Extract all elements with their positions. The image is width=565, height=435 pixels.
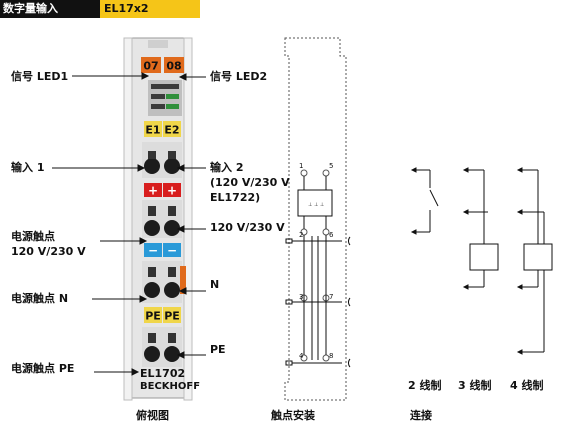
plus-plate-2 xyxy=(163,183,181,197)
terminal-number-7: 7 xyxy=(329,293,333,301)
left-pointers xyxy=(52,72,150,376)
caption-contact-assembly: 触点安装 xyxy=(271,409,315,422)
label-n: N xyxy=(210,278,220,291)
release-slot xyxy=(148,206,156,216)
release-slot xyxy=(168,206,176,216)
pe-plate-2 xyxy=(163,307,181,323)
label-input-2: 输入 2 xyxy=(210,161,244,174)
module-left-rail xyxy=(123,37,133,401)
channel-2-number: 08 xyxy=(166,60,181,73)
caption-4-wire: 4 线制 xyxy=(510,379,544,392)
release-slot xyxy=(168,151,176,159)
module-top-tab xyxy=(148,40,168,48)
terminal-numbers: 1 5 2 6 3 7 4 8 xyxy=(299,162,334,360)
label-power-contact-title: 电源触点 xyxy=(11,230,55,243)
release-slot xyxy=(148,151,156,159)
led-strip xyxy=(151,104,165,109)
minus-label-1: − xyxy=(148,244,158,258)
power-contact-terminal-2 xyxy=(164,220,180,236)
input-2-terminal xyxy=(164,158,180,174)
pe-plate-label-2: PE xyxy=(164,310,180,323)
header-category: 数字量输入 xyxy=(0,0,100,18)
module-model-label: EL1702 xyxy=(140,367,185,380)
release-slot xyxy=(168,333,176,343)
release-slot xyxy=(168,267,176,277)
label-signal-led1: 信号 LED1 xyxy=(11,70,69,83)
minus-plate-2 xyxy=(163,243,181,257)
led-strip xyxy=(151,94,165,99)
release-slot xyxy=(148,267,156,277)
connection-2-wire xyxy=(410,167,439,235)
module-brand-label: BECKHOFF xyxy=(140,381,200,392)
caption-2-wire: 2 线制 xyxy=(408,379,442,392)
terminal-number-1: 1 xyxy=(299,162,303,170)
channel-1-number: 07 xyxy=(143,60,158,73)
e2-plate xyxy=(163,121,181,137)
led-strip xyxy=(151,84,179,89)
terminal-number-6: 6 xyxy=(329,231,334,239)
terminal-number-5: 5 xyxy=(329,162,333,170)
led-strip-green xyxy=(166,94,179,99)
svg-text:⊥ ⊥ ⊥: ⊥ ⊥ ⊥ xyxy=(308,202,324,208)
contact-assembly-schematic: ⊥ ⊥ ⊥ xyxy=(284,37,351,401)
caption-3-wire: 3 线制 xyxy=(458,379,492,392)
e2-label: E2 xyxy=(164,124,179,137)
label-voltage: 120 V/230 V xyxy=(210,221,285,234)
terminal-number-4: 4 xyxy=(299,352,304,360)
terminal-number-8: 8 xyxy=(329,352,333,360)
pe-terminal-1 xyxy=(144,346,160,362)
release-slot xyxy=(148,333,156,343)
label-input-2-model: EL1722) xyxy=(210,191,261,204)
led-window-2 xyxy=(164,57,184,73)
plus-label-1: + xyxy=(148,184,158,198)
n-terminal-1 xyxy=(144,282,160,298)
minus-plate-1 xyxy=(144,243,162,257)
input-1-terminal xyxy=(144,158,160,174)
label-power-contact-n: 电源触点 N xyxy=(11,292,69,305)
right-pointers xyxy=(176,73,206,359)
connection-4-wire xyxy=(516,167,553,355)
led-window-1 xyxy=(141,57,161,73)
terminal-number-2: 2 xyxy=(299,231,303,239)
n-terminal-2 xyxy=(164,282,180,298)
caption-connection: 连接 xyxy=(410,409,432,422)
connection-3-wire xyxy=(462,167,499,290)
caption-top-view: 俯视图 xyxy=(136,409,169,422)
label-signal-led2: 信号 LED2 xyxy=(210,70,268,83)
e1-plate xyxy=(144,121,162,137)
plus-plate-1 xyxy=(144,183,162,197)
label-power-contact-pe: 电源触点 PE xyxy=(11,362,75,375)
module-right-rail xyxy=(183,37,193,401)
label-input-2-voltage: (120 V/230 V xyxy=(210,176,290,189)
terminal-module: 07 08 E1 E2 + + − − xyxy=(123,37,200,401)
power-contact-terminal-1 xyxy=(144,220,160,236)
label-power-contact-voltage: 120 V/230 V xyxy=(11,245,86,258)
pe-terminal-2 xyxy=(164,346,180,362)
orange-marker xyxy=(180,266,186,294)
terminal-number-3: 3 xyxy=(299,293,303,301)
pe-plate-label-1: PE xyxy=(145,310,161,323)
plus-label-2: + xyxy=(167,184,177,198)
e1-label: E1 xyxy=(145,124,160,137)
label-pe: PE xyxy=(210,343,226,356)
led-strip-green xyxy=(166,104,179,109)
label-input-1: 输入 1 xyxy=(11,161,45,174)
minus-label-2: − xyxy=(167,244,177,258)
pe-plate-1 xyxy=(144,307,162,323)
header-model: EL17x2 xyxy=(100,0,200,18)
